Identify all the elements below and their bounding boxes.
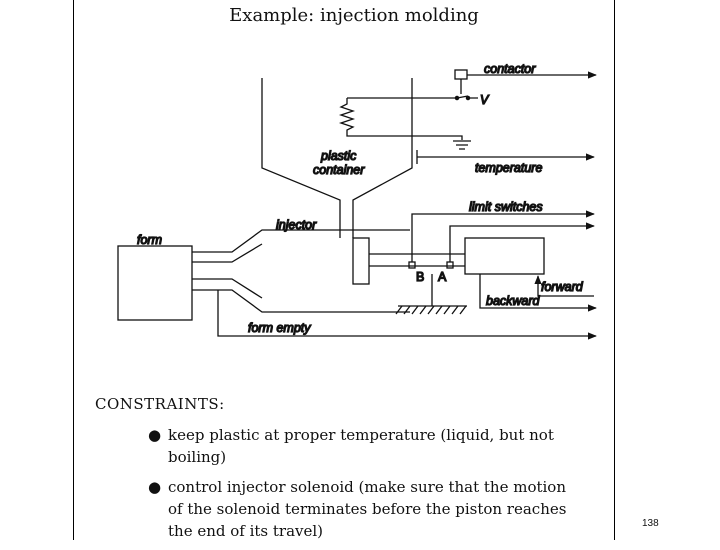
limit-switch-line-b xyxy=(411,210,595,262)
limit-switch-a-marker xyxy=(446,261,454,269)
injector-barrel xyxy=(192,229,410,313)
injector-label: injector xyxy=(276,218,317,232)
temperature-label: temperature xyxy=(475,161,542,175)
constraints-heading: CONSTRAINTS: xyxy=(95,395,225,413)
support-hatching xyxy=(395,305,467,315)
forward-label: forward xyxy=(541,280,584,294)
contactor-switch xyxy=(456,79,478,99)
backward-arrow-line xyxy=(479,274,597,312)
page-number: 138 xyxy=(642,518,659,529)
list-item: ● keep plastic at proper temperature (li… xyxy=(148,424,578,468)
limit-a-label: A xyxy=(438,270,447,284)
bullet-icon: ● xyxy=(148,426,162,444)
plastic-container-shape xyxy=(261,78,413,238)
form-block xyxy=(117,245,193,321)
contactor-contact-left xyxy=(454,95,460,101)
limit-switch-line-a xyxy=(449,222,595,262)
contactor-coil xyxy=(454,69,468,80)
left-frame-line xyxy=(73,0,74,540)
piston-rod xyxy=(369,253,465,267)
form-empty-line xyxy=(217,290,597,340)
injector-piston xyxy=(352,237,370,285)
container-label: container xyxy=(313,163,365,177)
forward-arrow-line xyxy=(534,275,594,297)
heater-resistor xyxy=(338,98,463,140)
plastic-label: plastic xyxy=(320,149,357,163)
voltage-label: V xyxy=(480,93,490,107)
form-empty-label: form empty xyxy=(248,321,311,335)
contactor-label: contactor xyxy=(484,62,536,76)
constraint-text: control injector solenoid (make sure tha… xyxy=(168,478,567,540)
list-item: ● control injector solenoid (make sure t… xyxy=(148,476,578,542)
backward-label: backward xyxy=(486,294,541,308)
constraints-list: ● keep plastic at proper temperature (li… xyxy=(148,424,578,550)
page-title: Example: injection molding xyxy=(229,5,479,26)
limit-switches-label: limit switches xyxy=(469,200,543,214)
constraint-text: keep plastic at proper temperature (liqu… xyxy=(168,426,554,466)
contactor-contact-right xyxy=(465,95,471,101)
solenoid-actuator xyxy=(464,237,545,275)
form-label: form xyxy=(137,233,162,247)
bullet-icon: ● xyxy=(148,478,162,496)
limit-b-label: B xyxy=(416,270,424,284)
ground-symbol xyxy=(453,140,471,150)
limit-switch-b-marker xyxy=(408,261,416,269)
right-frame-line xyxy=(614,0,615,540)
